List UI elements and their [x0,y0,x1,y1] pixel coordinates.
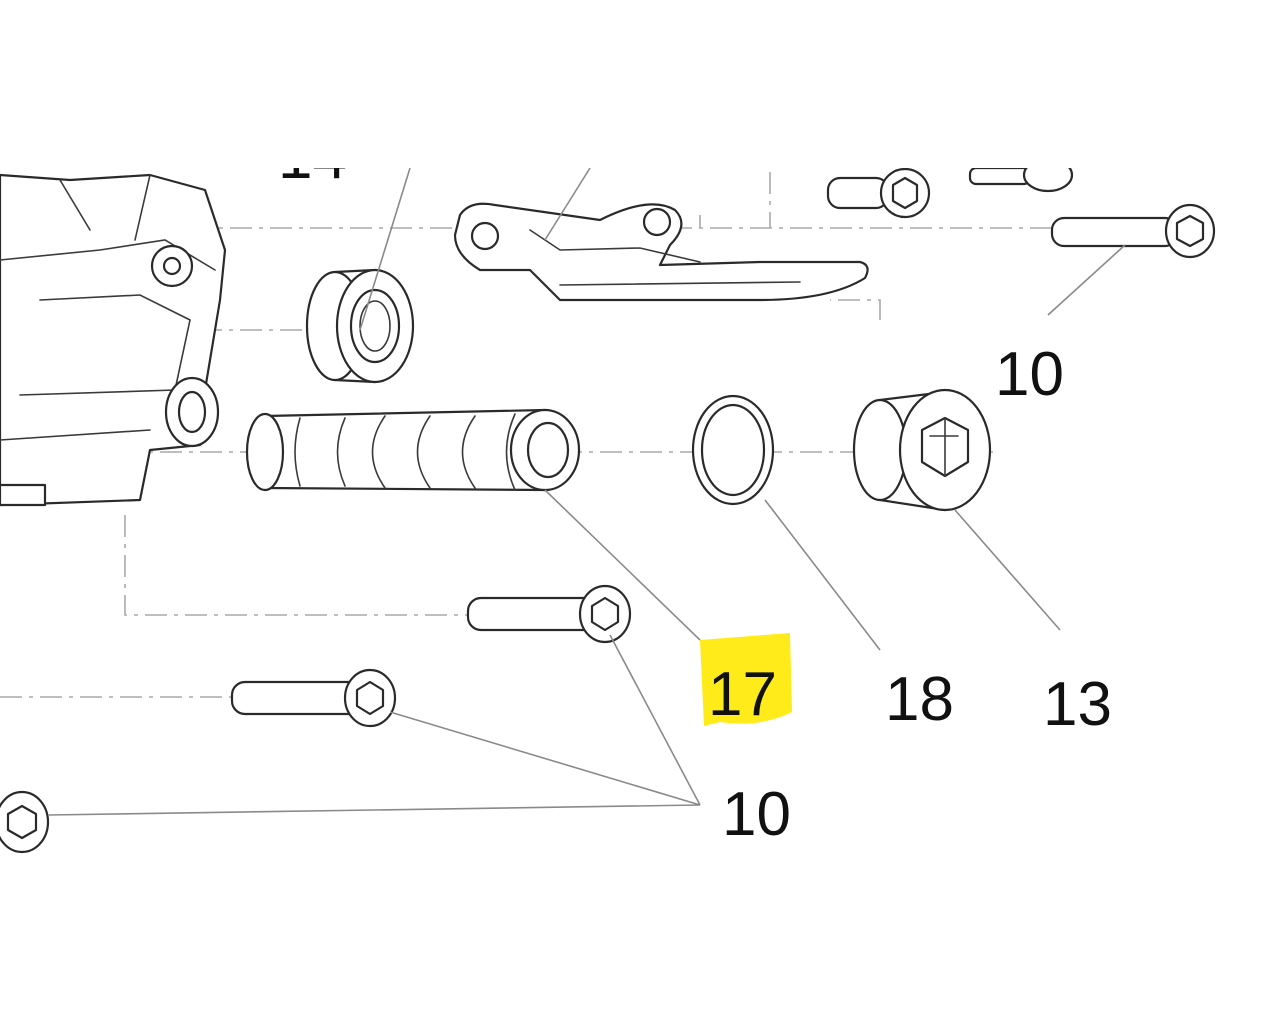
callout-piston-assembly: 17 [708,660,777,729]
bolt-middle [466,584,632,644]
bolt-bottom-left [0,790,50,854]
pad-spring-clip [453,202,869,302]
callout-seal-ring: 18 [885,665,954,734]
piston-assembly [245,408,581,492]
callout-cap-nut: 13 [1043,670,1112,739]
highlight-marker [700,633,792,726]
bolt-upper-right [1050,203,1216,259]
bushing [305,268,415,384]
seal-ring [691,394,775,506]
caliper-body [0,173,227,507]
cap-nut [852,388,992,512]
bolt-top-short [826,167,931,219]
bolt-lower [230,668,397,728]
callout-bolt-upper-right: 10 [995,340,1064,409]
leader-lines [47,167,1126,816]
callout-bolt-group-lower: 10 [722,780,791,849]
bolts [0,157,1216,854]
top-crop-band [0,0,1280,168]
